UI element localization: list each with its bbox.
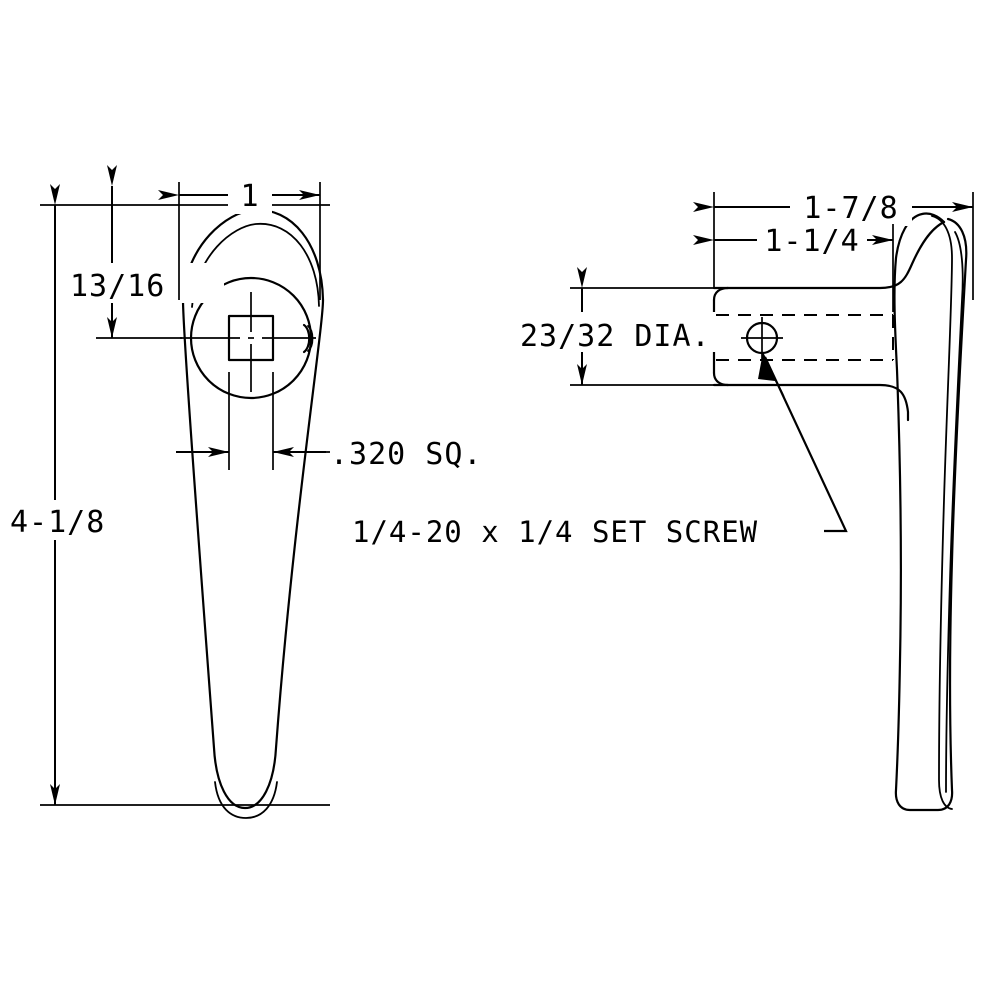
dim-text-mask-dia (516, 312, 716, 352)
lever-tip-inner-arc (214, 781, 278, 819)
side-profile-spine-line (945, 231, 964, 793)
shank-corner-top-left (712, 286, 730, 302)
set-screw-leader-line (764, 356, 848, 533)
side-profile-inner-line (931, 215, 953, 810)
dim-label-shank-depth-inner: 1-1/4 (764, 224, 859, 259)
dim-text-mask-1-7-8 (790, 188, 912, 226)
dim-text-mask-head-height (66, 263, 224, 303)
side-view: 1-7/8 1-1/4 23/32 DIA. 1/4-20 x 1/4 SET … (352, 188, 974, 812)
note-set-screw: 1/4-20 x 1/4 SET SCREW (352, 515, 758, 549)
shank-block-outline (712, 220, 946, 290)
front-view: 4-1/8 13/16 1 .320 SQ. (6, 165, 483, 819)
dim-label-head-height: 13/16 (70, 269, 165, 304)
side-profile-outer-outline (893, 212, 968, 812)
dim-label-hole-diameter: 23/32 DIA. (520, 319, 711, 354)
dim-label-head-width: 1 (240, 179, 259, 214)
dim-label-overall-length: 4-1/8 (10, 505, 105, 540)
set-screw-leader-arrowhead (758, 352, 785, 397)
dim-label-square-broach: .320 SQ. (330, 437, 483, 472)
shank-corner-bottom-left (712, 371, 730, 387)
dim-text-mask-1-1-4 (757, 221, 867, 259)
dim-label-shank-depth-total: 1-7/8 (803, 191, 898, 226)
dim-text-mask-head-width (228, 176, 272, 214)
dim-text-mask-overall (6, 500, 118, 540)
lever-body-outline (181, 298, 325, 810)
shank-block-lower-outline (712, 383, 910, 422)
